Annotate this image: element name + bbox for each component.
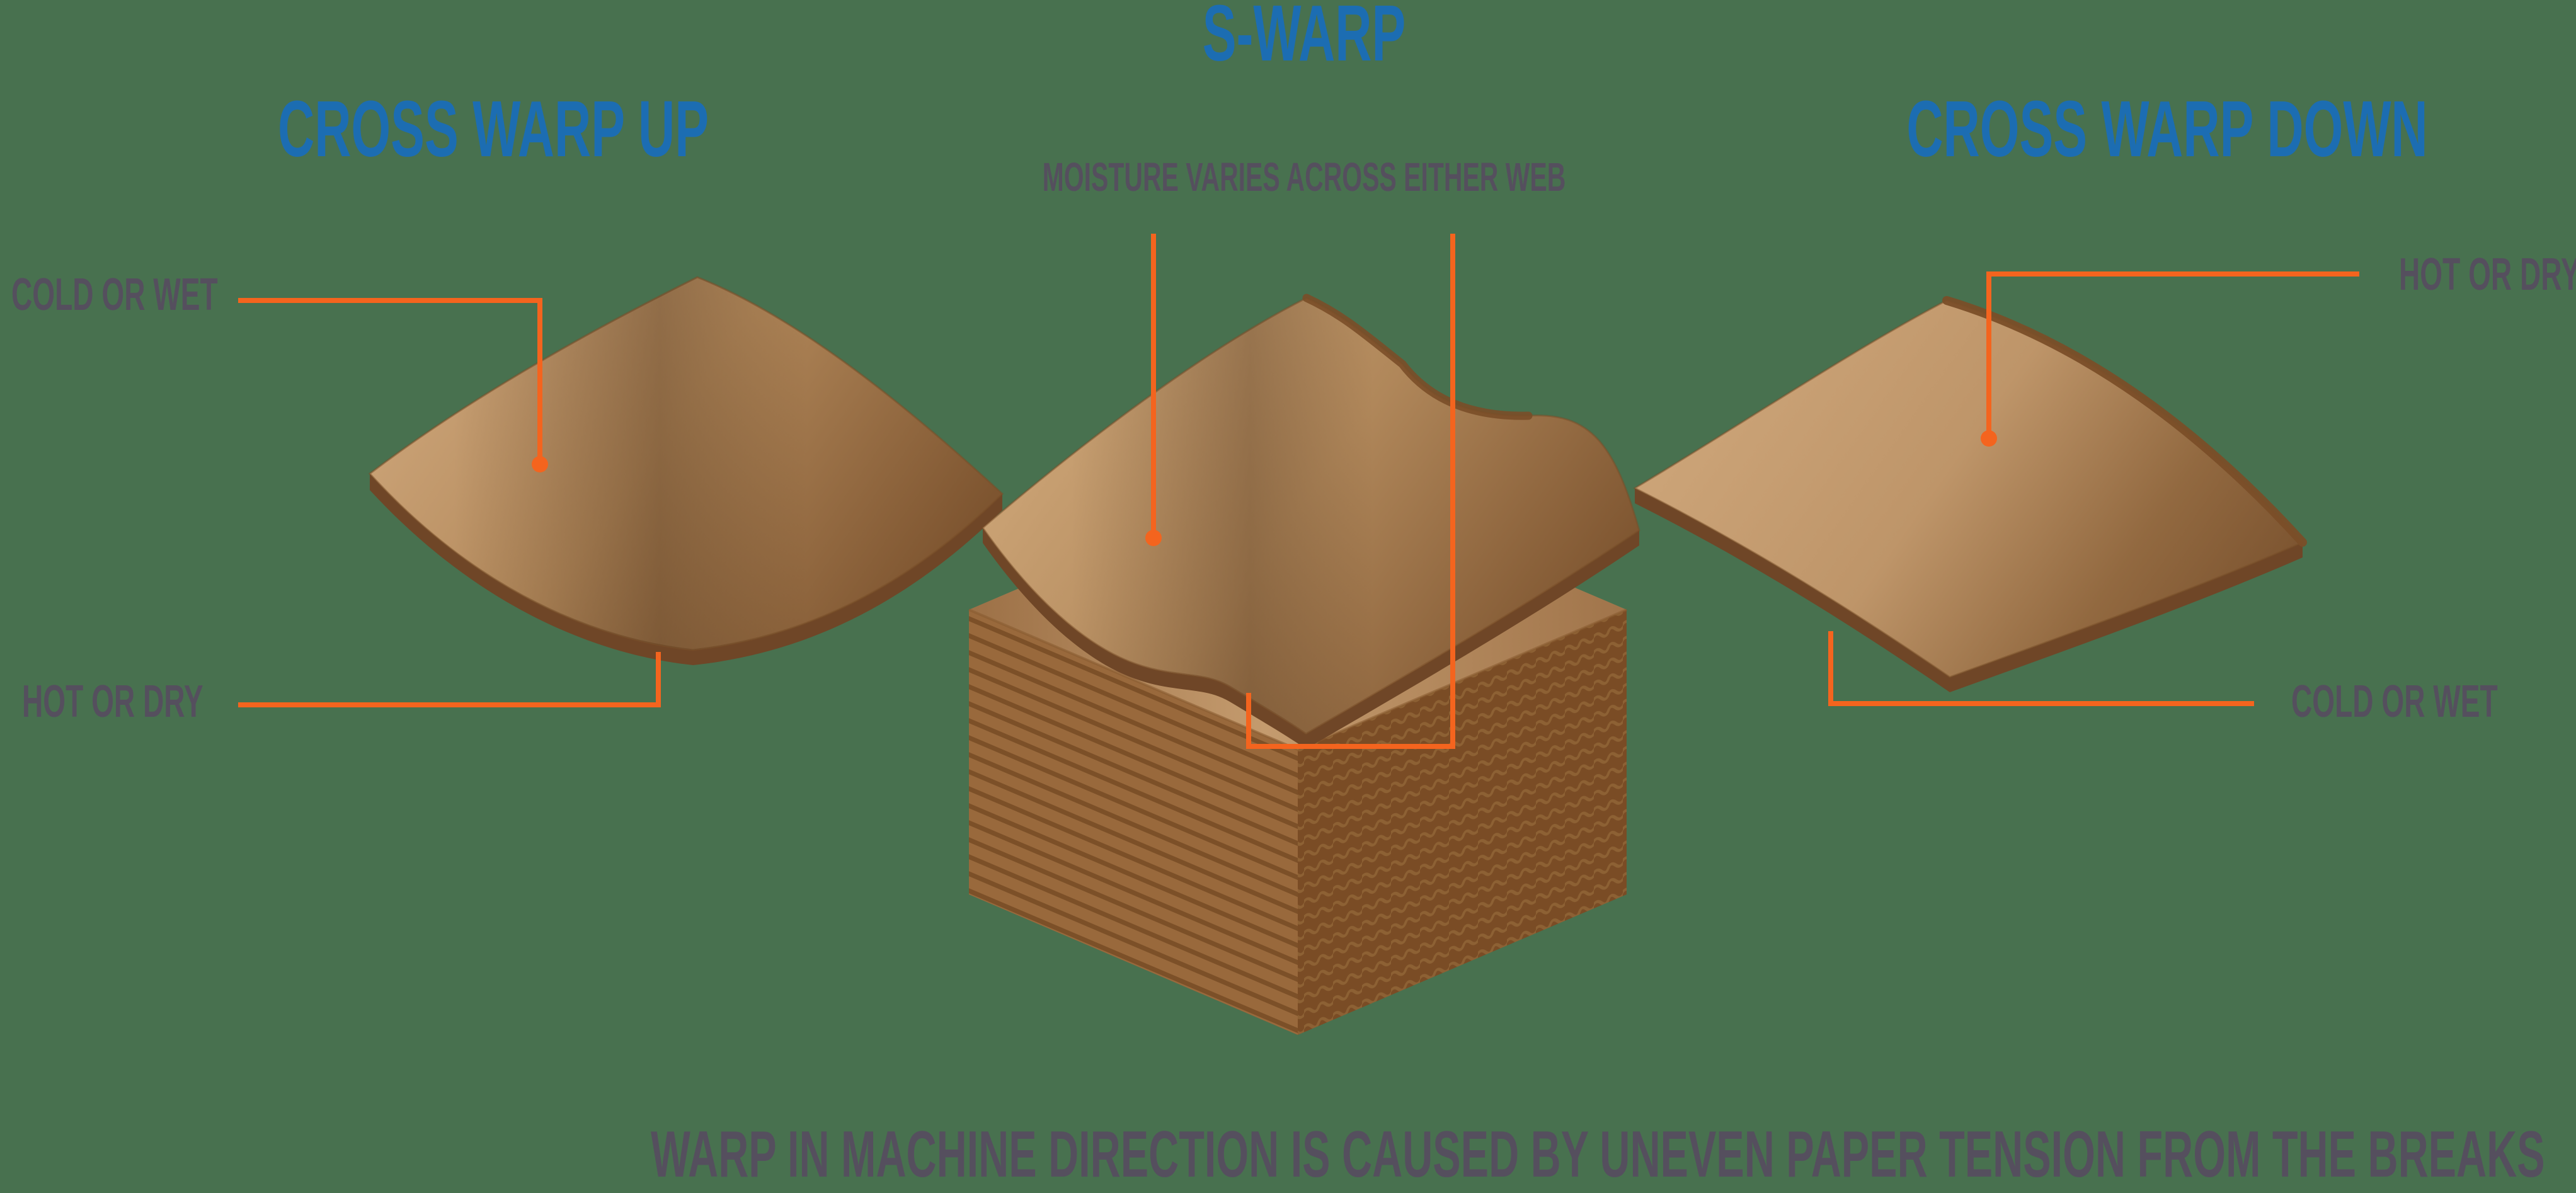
label-hot-or-dry-right: HOT OR DRY (2399, 249, 2576, 300)
label-hot-or-dry-left: HOT OR DRY (22, 676, 203, 727)
label-cold-or-wet-right: COLD OR WET (2291, 676, 2498, 727)
leader-moisture-right-bracket (1246, 234, 1455, 749)
stack-left-face (969, 610, 1298, 1035)
cross-warp-up-sheet (368, 276, 1004, 665)
stack-front-edge (968, 608, 1627, 751)
cross-warp-down-sheet (1632, 296, 2307, 692)
sheet-surface (1632, 299, 2304, 678)
leader-cold-or-wet-right (1828, 631, 2254, 706)
title-cross-warp-down: CROSS WARP DOWN (1906, 84, 2428, 173)
label-cold-or-wet-left: COLD OR WET (11, 270, 218, 320)
corrugated-board-stack (968, 469, 1627, 1035)
subtitle-moisture: MOISTURE VARIES ACROSS EITHER WEB (1042, 154, 1566, 200)
sheet-valley-shadow (983, 298, 1639, 734)
leader-dot-left-sheet (532, 456, 548, 472)
leader-dots (532, 430, 1997, 546)
leader-hot-or-dry-left (238, 652, 661, 707)
leader-cold-or-wet-left (238, 298, 542, 464)
sheet-valley-shadow (370, 277, 1002, 650)
leader-dot-middle-sheet (1145, 530, 1162, 546)
leader-dot-right-sheet (1981, 430, 1997, 447)
title-s-warp: S-WARP (1202, 0, 1406, 77)
s-warp-sheet (981, 294, 1640, 749)
leader-lines (238, 234, 2359, 749)
leader-hot-or-dry-right (1986, 271, 2359, 438)
title-cross-warp-up: CROSS WARP UP (277, 84, 709, 173)
sheet-thickness-edge (370, 474, 1002, 665)
caption-machine-direction-warp: WARP IN MACHINE DIRECTION IS CAUSED BY U… (651, 1118, 2545, 1191)
sheet-curl-edge (1302, 294, 1533, 420)
stack-flute-face (1298, 610, 1627, 1035)
